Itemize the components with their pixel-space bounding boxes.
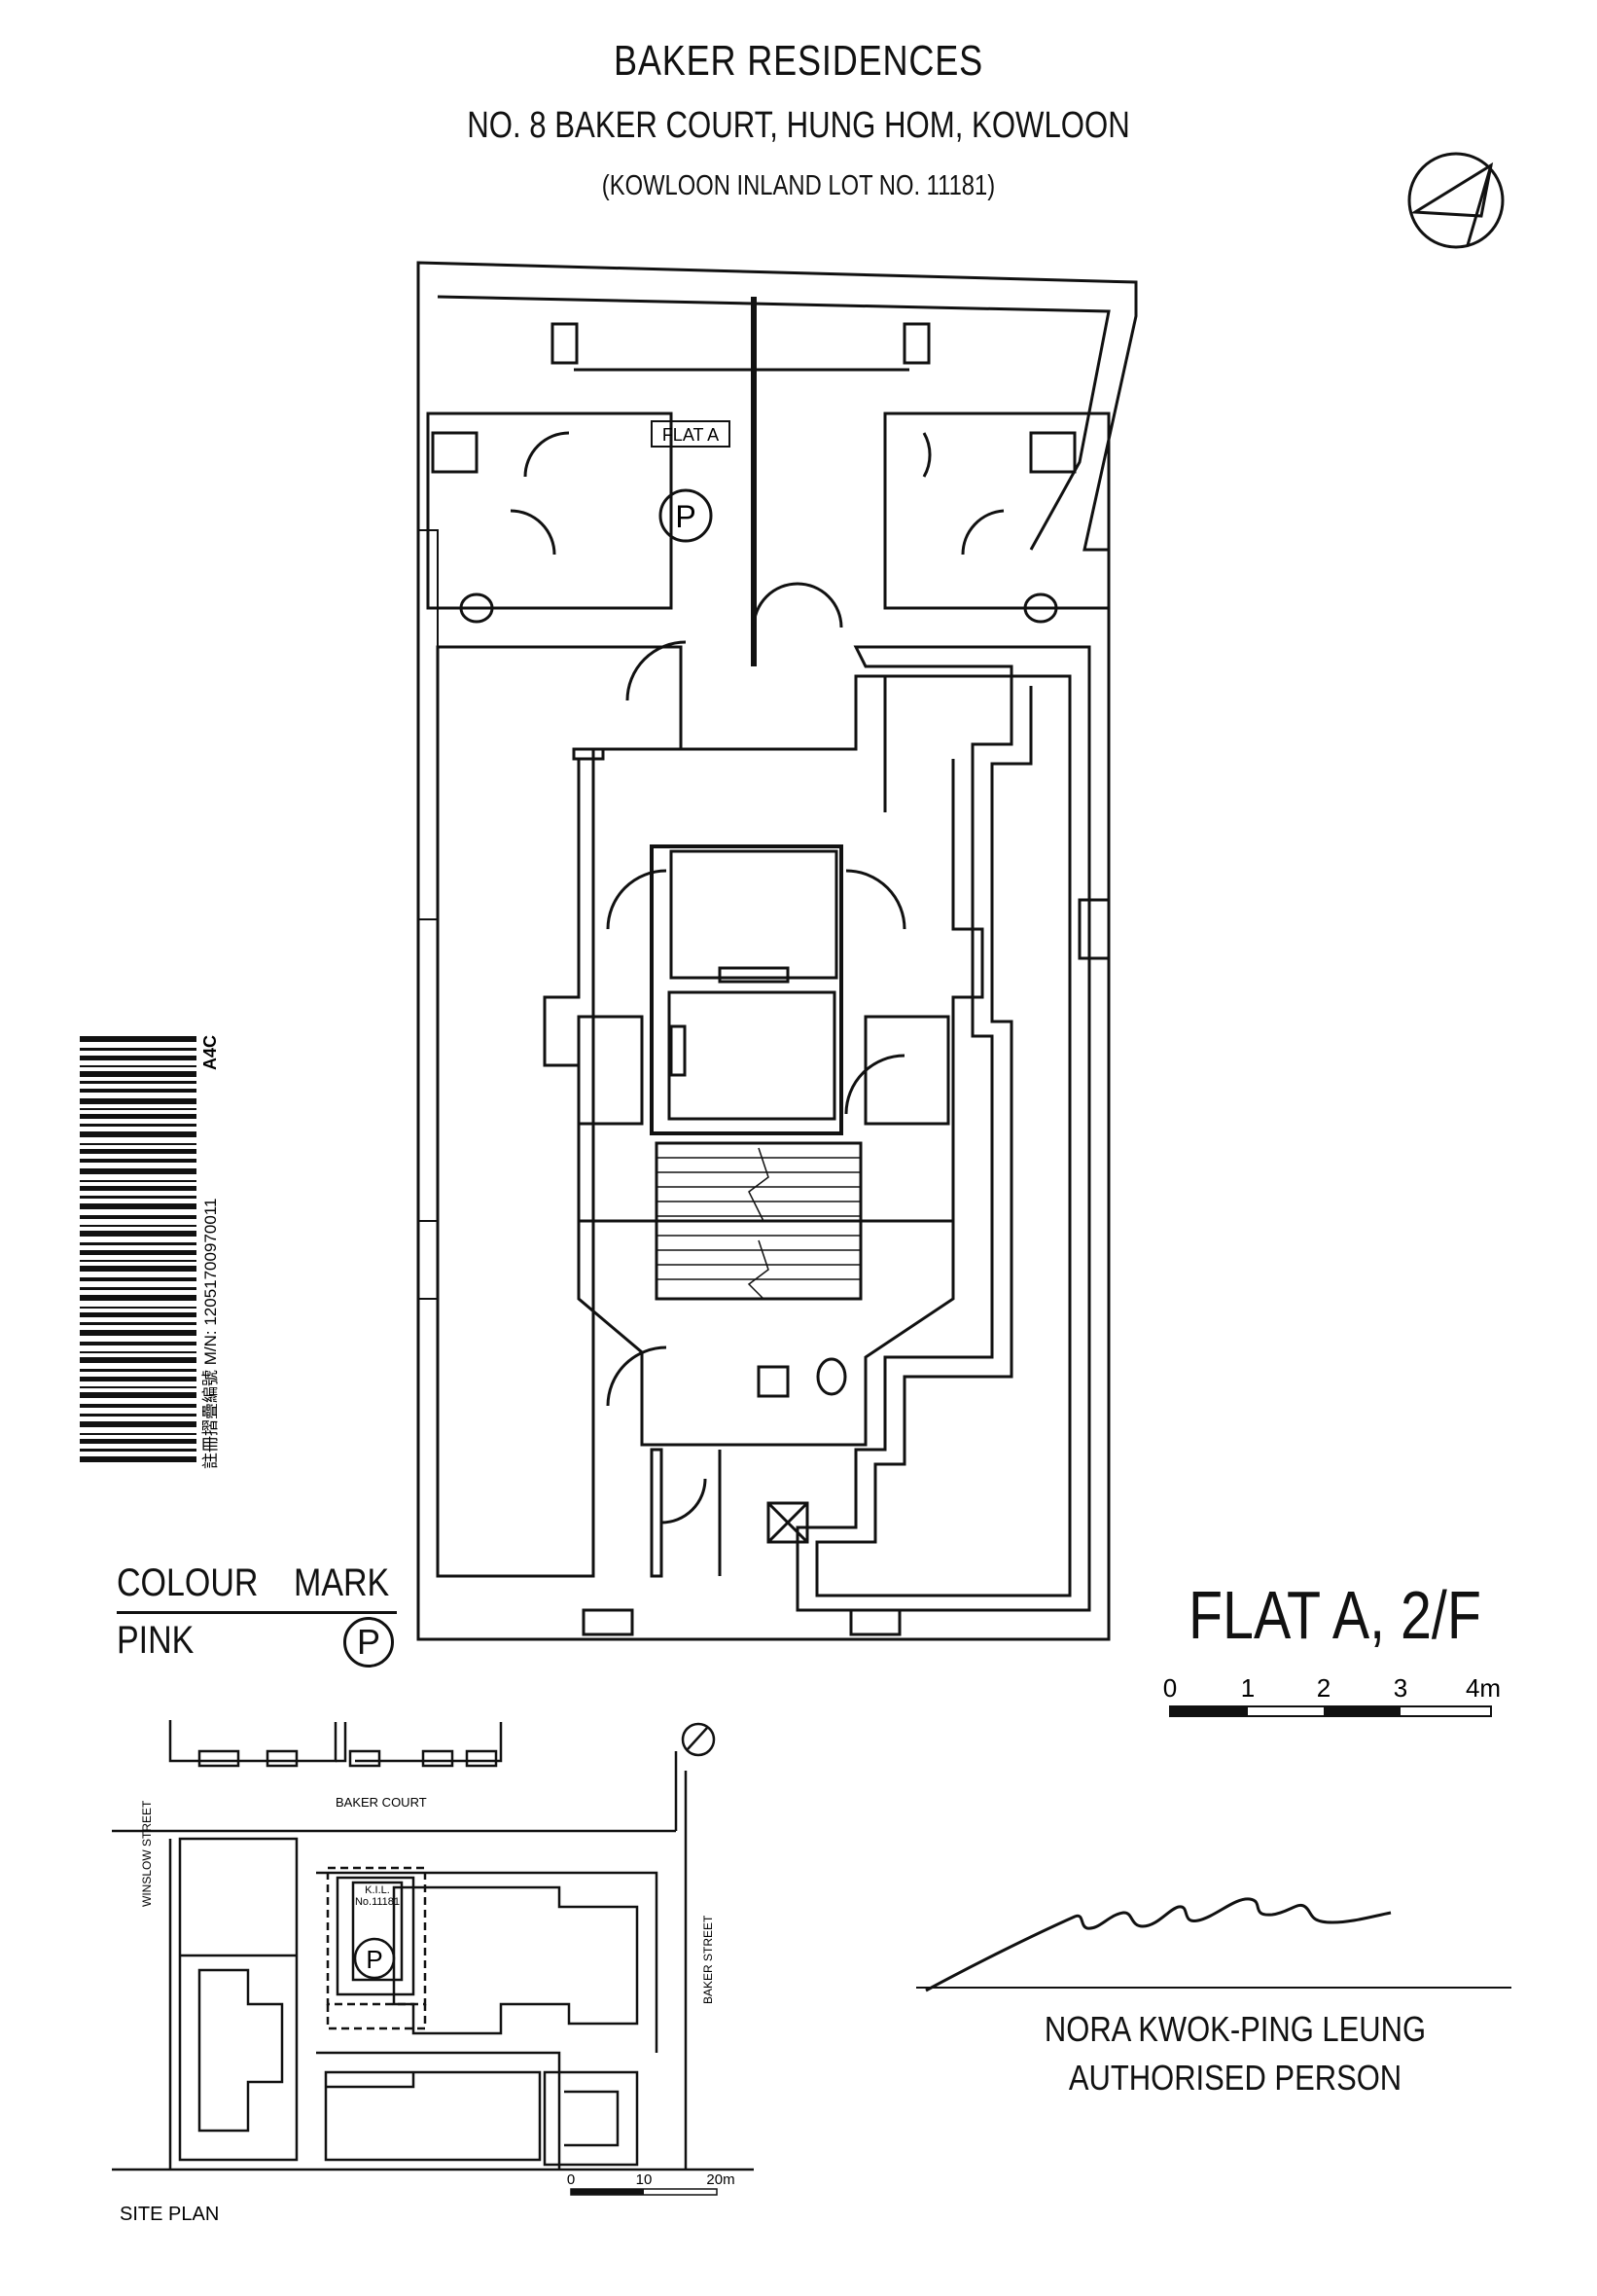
lot-number: (KOWLOON INLAND LOT NO. 11181) [601, 170, 996, 201]
svg-text:20m: 20m [706, 2171, 734, 2188]
floor-plan: FLAT A P [416, 261, 1138, 1641]
signature-line [916, 1987, 1511, 1989]
flat-tag-label: FLAT A [662, 425, 719, 445]
site-lot-label-2: No.11181 [355, 1896, 400, 1908]
svg-text:1: 1 [1241, 1673, 1255, 1703]
legend-heading-left: COLOUR [117, 1561, 259, 1604]
plan-scale-bar: 0 1 2 3 4m [1163, 1673, 1501, 1717]
site-plan: P K.I.L. No.11181 BAKER COURT WINSLOW ST… [112, 1720, 754, 2225]
legend-colour: PINK [117, 1619, 195, 1662]
barcode: 註冊摺疊編號 M/N: 12051700970011 A4C [80, 1035, 220, 1469]
barcode-text: 註冊摺疊編號 M/N: 12051700970011 [201, 1199, 220, 1469]
street-baker: BAKER STREET [701, 1915, 715, 2004]
svg-text:3: 3 [1394, 1673, 1407, 1703]
site-plan-title: SITE PLAN [120, 2204, 219, 2225]
legend-divider [117, 1611, 397, 1614]
project-title: BAKER RESIDENCES [613, 37, 984, 85]
legend-heading-right: MARK [294, 1561, 390, 1604]
street-winslow: WINSLOW STREET [140, 1800, 154, 1907]
street-baker-court: BAKER COURT [336, 1795, 427, 1810]
svg-text:0: 0 [1163, 1673, 1177, 1703]
site-lot-label-1: K.I.L. [365, 1884, 390, 1896]
north-arrow-icon [1407, 152, 1505, 249]
site-plan-mark: P [366, 1945, 382, 1974]
svg-text:2: 2 [1317, 1673, 1331, 1703]
svg-text:10: 10 [636, 2171, 653, 2188]
plan-colour-mark: P [675, 499, 695, 534]
legend-mark: P [343, 1617, 394, 1668]
barcode-code: A4C [200, 1035, 220, 1070]
flat-title: FLAT A, 2/F [1189, 1577, 1481, 1653]
signer-role: AUTHORISED PERSON [1068, 2058, 1402, 2098]
svg-text:0: 0 [567, 2171, 575, 2188]
project-address: NO. 8 BAKER COURT, HUNG HOM, KOWLOON [467, 105, 1130, 146]
svg-text:4m: 4m [1466, 1673, 1501, 1703]
building-outline [416, 261, 1138, 1641]
signer-name: NORA KWOK-PING LEUNG [1044, 2009, 1427, 2049]
signature-mark [925, 1897, 1392, 1992]
